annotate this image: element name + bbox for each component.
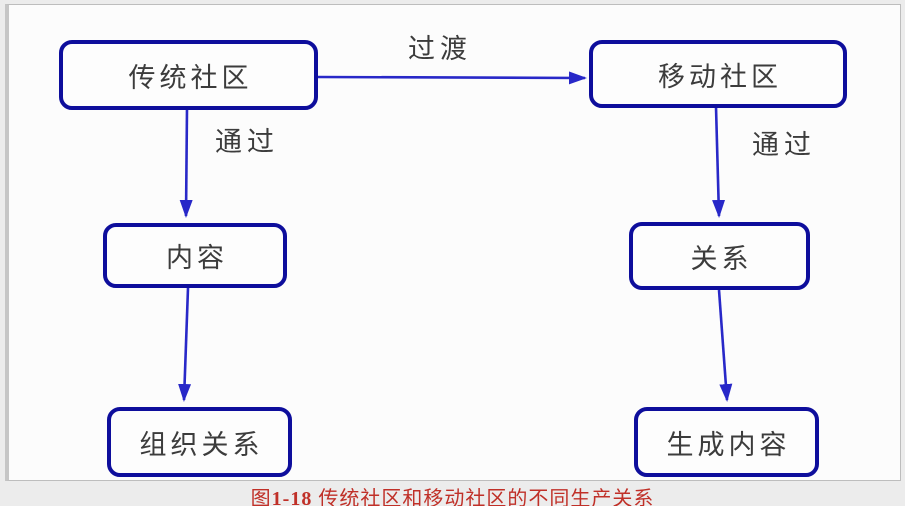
figure-caption-number: 1-18: [271, 488, 313, 506]
node-generated-content: 生成内容: [634, 407, 819, 477]
edge-label-via-left: 通过: [215, 127, 279, 157]
figure-caption-title: 传统社区和移动社区的不同生产关系: [318, 488, 655, 506]
node-traditional-community: 传统社区: [59, 40, 318, 110]
edge-label-transition: 过渡: [408, 34, 472, 64]
node-organizational-relation: 组织关系: [107, 407, 292, 477]
figure-caption-label: 图: [250, 488, 272, 506]
node-content: 内容: [103, 223, 287, 288]
figure-caption: 图1-18 传统社区和移动社区的不同生产关系: [0, 482, 905, 506]
node-mobile-community: 移动社区: [589, 40, 847, 108]
edge-label-via-right: 通过: [752, 130, 816, 160]
node-relation: 关系: [629, 222, 810, 290]
